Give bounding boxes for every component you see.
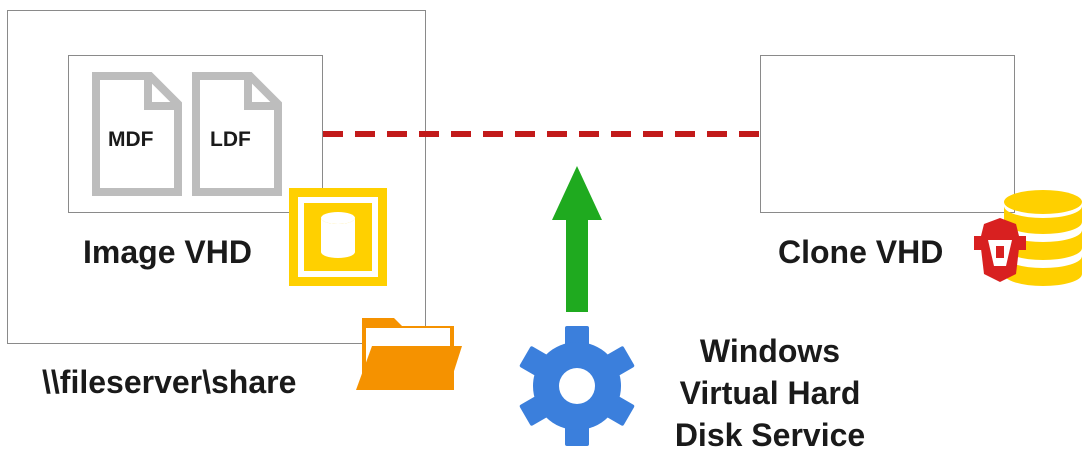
database-clone-icon (974, 190, 1082, 286)
service-label-line3: Disk Service (674, 417, 866, 453)
share-path-label: \\fileserver\share (42, 364, 297, 400)
folder-icon (356, 318, 462, 390)
document-icon (192, 72, 282, 196)
clone-vhd-box (760, 55, 1015, 213)
service-label-line1: Windows (699, 333, 841, 369)
ldf-file-label: LDF (210, 128, 251, 151)
image-vhd-label: Image VHD (83, 234, 252, 270)
service-label: Windows Virtual Hard Disk Service (660, 330, 880, 456)
document-icon (92, 72, 182, 196)
sql-database-icon (289, 188, 387, 286)
dashed-link-line (323, 131, 760, 137)
clone-vhd-label: Clone VHD (778, 234, 944, 270)
gear-icon (519, 326, 635, 446)
mdf-file-label: MDF (108, 128, 154, 151)
up-arrow-icon (552, 166, 602, 312)
service-label-line2: Virtual Hard (679, 375, 861, 411)
